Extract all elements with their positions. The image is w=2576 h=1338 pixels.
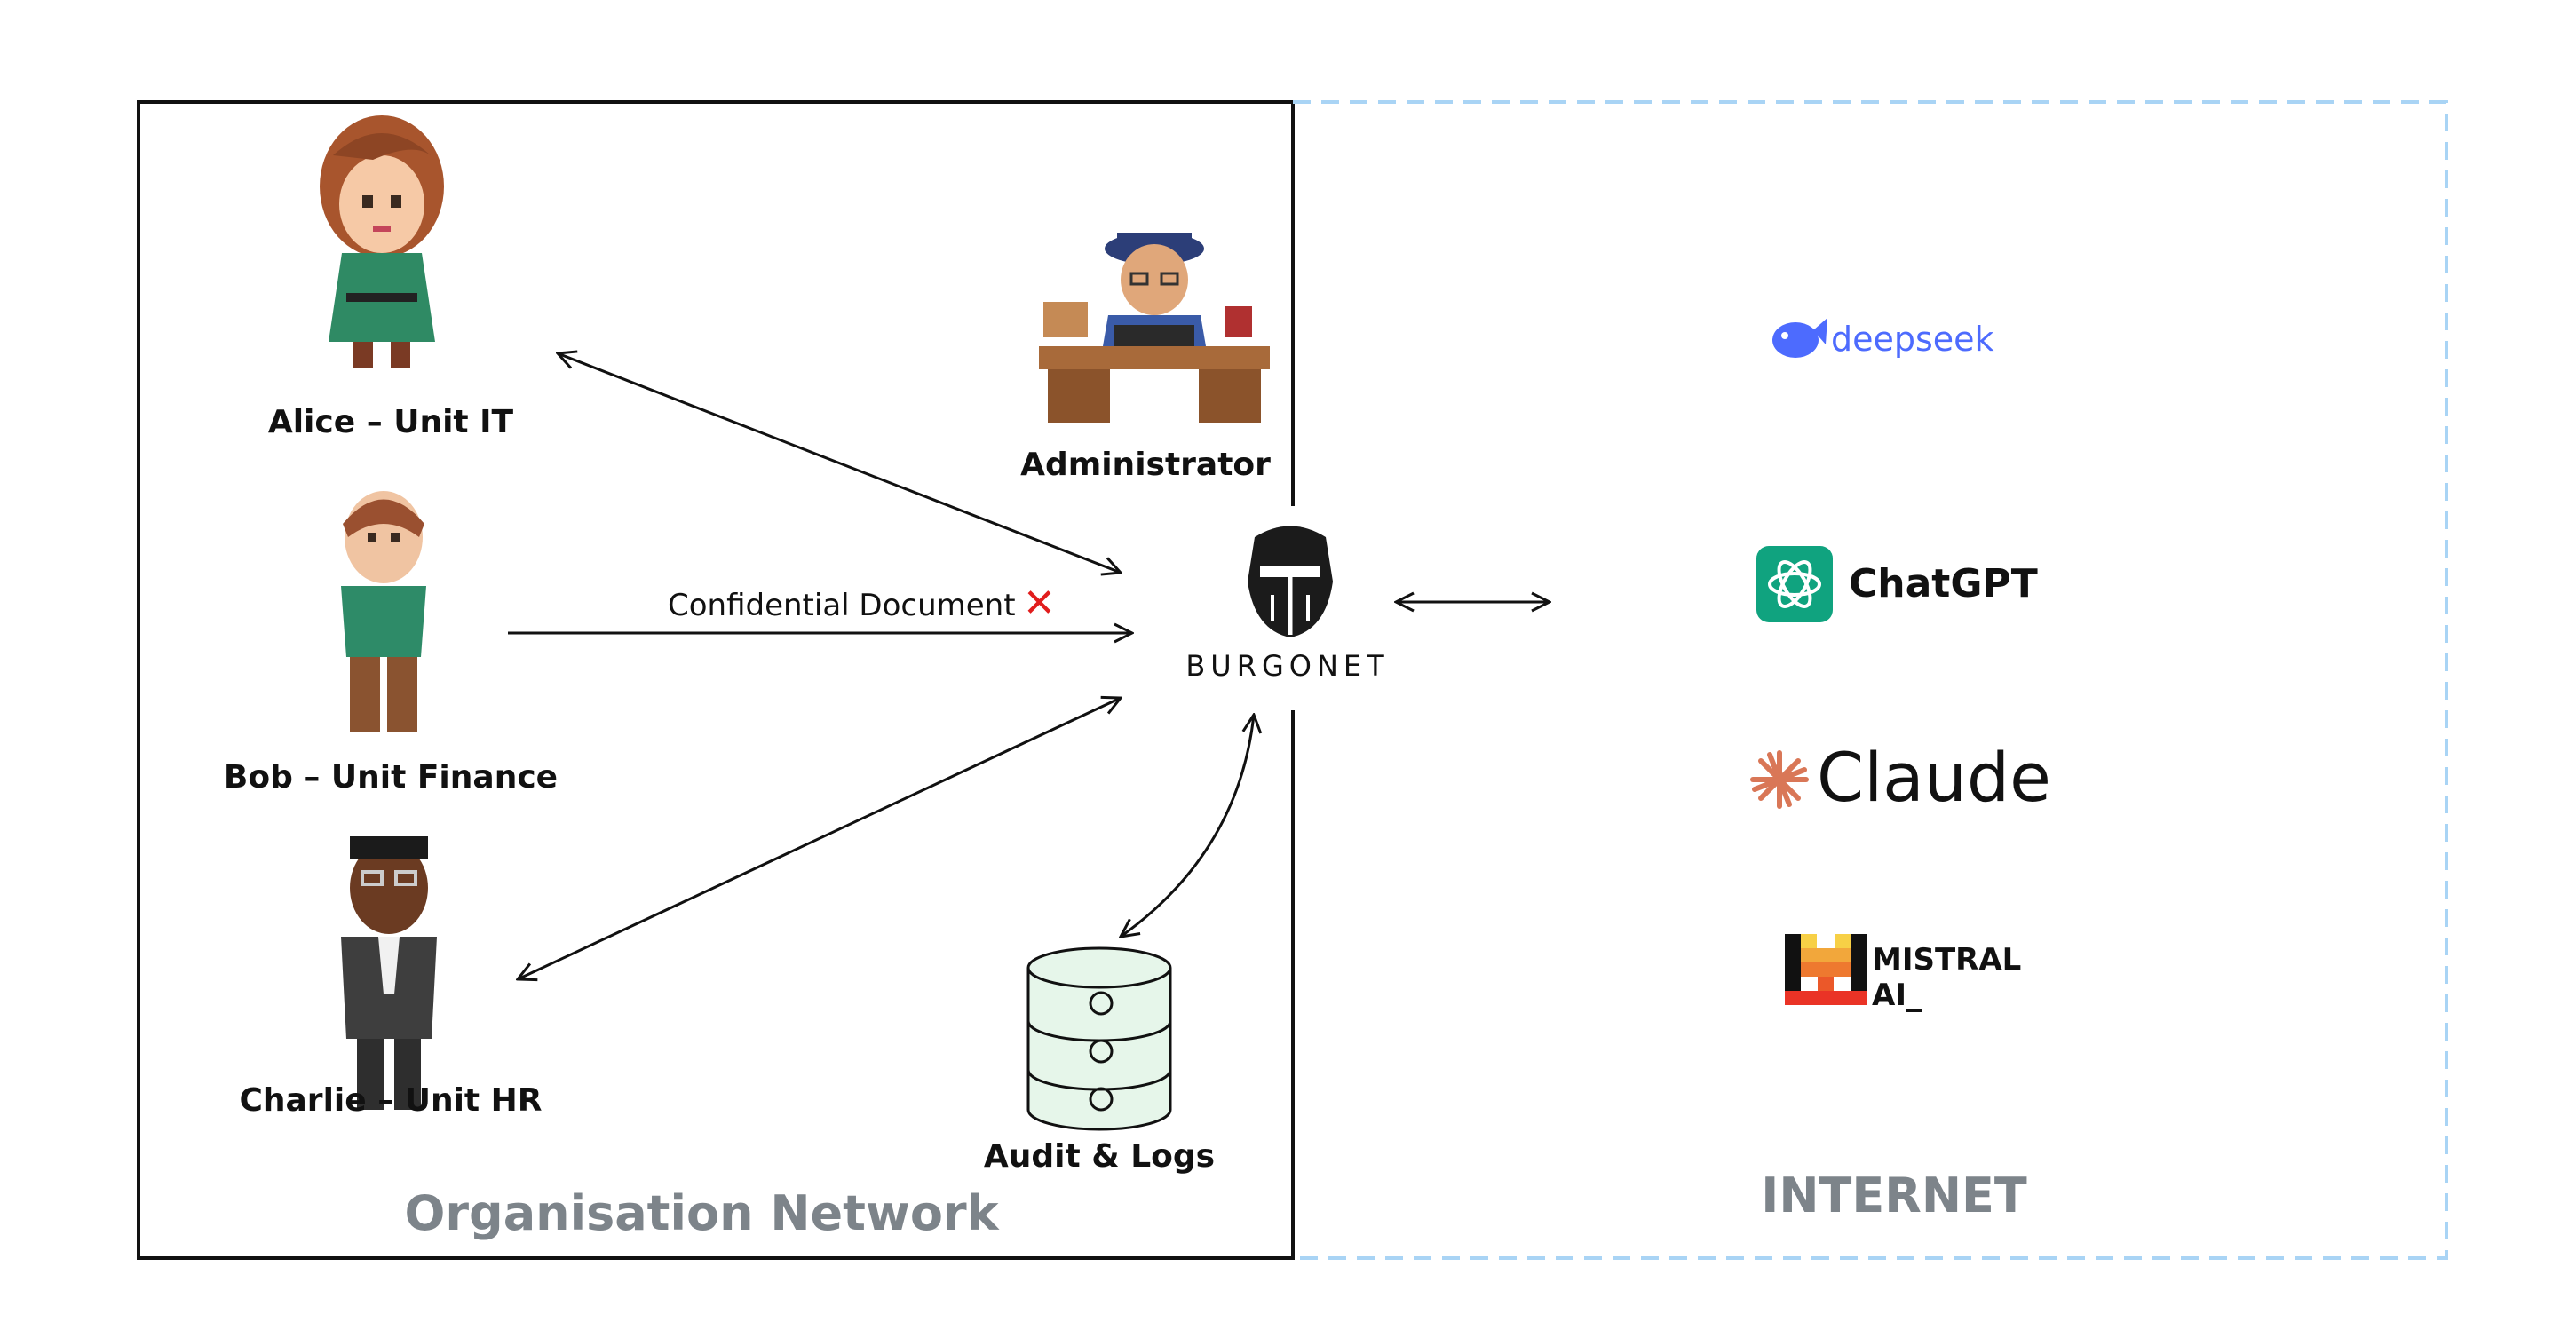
deepseek-label: deepseek — [1831, 320, 1994, 359]
chatgpt-label: ChatGPT — [1849, 561, 2038, 606]
administrator-avatar — [1039, 233, 1270, 423]
blocked-icon: ✕ — [1023, 581, 1056, 626]
mistral-label-line2: AI_ — [1872, 978, 1922, 1013]
organisation-network-label: Organisation Network — [405, 1185, 1000, 1241]
audit-logs-label: Audit & Logs — [984, 1138, 1215, 1175]
internet-label: INTERNET — [1761, 1168, 2027, 1223]
alice-label: Alice – Unit IT — [268, 404, 514, 440]
claude-logo: Claude — [1750, 738, 2051, 817]
internet-zone — [1293, 100, 2448, 1260]
confidential-document-label: Confidential Document — [668, 588, 1016, 623]
mistral-label-line1: MISTRAL — [1872, 942, 2021, 978]
chatgpt-icon — [1756, 546, 1833, 622]
chatgpt-logo: ChatGPT — [1756, 546, 2038, 622]
mistral-icon — [1785, 934, 1867, 1005]
helmet-icon — [1248, 526, 1333, 637]
charlie-label: Charlie – Unit HR — [239, 1082, 542, 1119]
burgonet-gateway: BURGONET — [1172, 506, 1403, 710]
claude-label: Claude — [1817, 738, 2051, 817]
database-icon — [1026, 946, 1172, 1131]
mistral-logo: MISTRAL AI_ — [1785, 934, 2021, 1013]
charlie-avatar — [341, 836, 437, 1110]
whale-icon — [1772, 318, 1827, 358]
claude-star-icon — [1750, 750, 1809, 809]
bob-avatar — [341, 491, 426, 732]
alice-avatar — [320, 115, 444, 368]
bob-label: Bob – Unit Finance — [224, 759, 558, 796]
arrow-burgonet-audit — [1121, 715, 1254, 937]
deepseek-logo: deepseek — [1772, 318, 1994, 359]
burgonet-label: BURGONET — [1185, 649, 1389, 683]
arrow-charlie-burgonet — [518, 698, 1121, 979]
administrator-label: Administrator — [1020, 447, 1271, 483]
arrow-alice-burgonet — [558, 353, 1121, 573]
